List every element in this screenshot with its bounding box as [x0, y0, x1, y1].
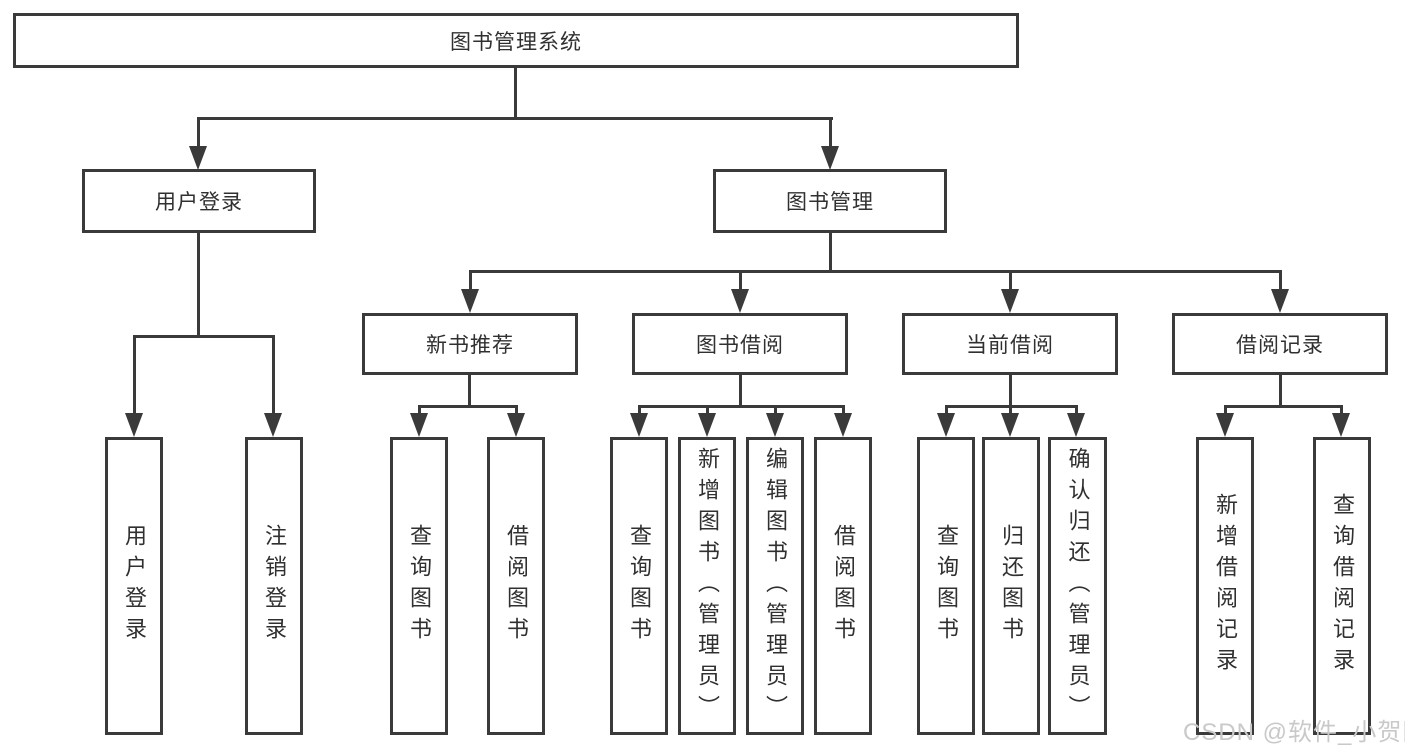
connector-line [1279, 375, 1282, 407]
node-label: 确认归还（管理员） [1065, 446, 1091, 726]
arrow-down-icon [410, 413, 428, 437]
arrow-down-icon [125, 413, 143, 437]
connector-line [829, 233, 832, 272]
node-label: 用户登录 [122, 524, 147, 648]
arrow-down-icon [698, 413, 716, 437]
node-label: 新增借阅记录 [1213, 493, 1238, 679]
arrow-down-icon [834, 413, 852, 437]
connector-line [197, 233, 200, 337]
leaf-borrow-books-recommend: 借阅图书 [487, 437, 545, 735]
arrow-down-icon [766, 413, 784, 437]
leaf-user-login: 用户登录 [105, 437, 163, 735]
node-library-management-system: 图书管理系统 [13, 13, 1019, 68]
node-book-management: 图书管理 [713, 169, 947, 233]
connector-line [133, 335, 275, 338]
connector-line [774, 405, 777, 415]
node-label: 用户登录 [155, 191, 243, 214]
connector-line [1340, 405, 1343, 415]
connector-line [469, 270, 472, 291]
leaf-query-borrow-record: 查询借阅记录 [1313, 437, 1371, 735]
arrow-down-icon [821, 146, 839, 170]
connector-line [1279, 270, 1282, 291]
node-label: 图书管理 [786, 191, 874, 214]
connector-line [706, 405, 709, 415]
connector-line [133, 335, 136, 414]
connector-line [739, 375, 742, 407]
connector-line [468, 375, 471, 407]
leaf-confirm-return-admin: 确认归还（管理员） [1048, 437, 1107, 735]
connector-line [739, 270, 742, 291]
node-label: 当前借阅 [966, 334, 1054, 357]
connector-line [638, 405, 845, 408]
leaf-query-books-recommend: 查询图书 [390, 437, 448, 735]
connector-line [272, 335, 275, 414]
leaf-query-books-borrow: 查询图书 [610, 437, 668, 735]
arrow-down-icon [189, 146, 207, 170]
arrow-down-icon [264, 413, 282, 437]
connector-line [418, 405, 421, 415]
node-label: 查询图书 [407, 524, 432, 648]
connector-line [197, 117, 833, 120]
connector-line [515, 405, 518, 415]
node-current-borrowing: 当前借阅 [902, 313, 1118, 375]
connector-line [1009, 405, 1012, 415]
connector-line [1224, 405, 1343, 408]
csdn-watermark: CSDN @软件_小贺同学 [1183, 719, 1405, 746]
connector-line [1009, 270, 1012, 291]
connector-line [638, 405, 641, 415]
arrow-down-icon [937, 413, 955, 437]
arrow-down-icon [630, 413, 648, 437]
connector-line [1224, 405, 1227, 415]
node-label: 新书推荐 [426, 334, 514, 357]
connector-line [418, 405, 518, 408]
leaf-return-books: 归还图书 [982, 437, 1040, 735]
node-label: 归还图书 [999, 524, 1024, 648]
node-label: 注销登录 [262, 524, 287, 648]
connector-line [945, 405, 948, 415]
connector-line [514, 68, 517, 119]
connector-line [1075, 405, 1078, 415]
leaf-logout: 注销登录 [245, 437, 303, 735]
node-label: 查询图书 [934, 524, 959, 648]
node-new-book-recommendation: 新书推荐 [362, 313, 578, 375]
arrow-down-icon [461, 289, 479, 313]
leaf-borrow-books: 借阅图书 [814, 437, 872, 735]
leaf-query-books-current: 查询图书 [917, 437, 975, 735]
node-book-borrowing: 图书借阅 [632, 313, 848, 375]
node-user-login: 用户登录 [82, 169, 316, 233]
node-label: 借阅图书 [504, 524, 529, 648]
node-label: 查询图书 [627, 524, 652, 648]
arrow-down-icon [1001, 413, 1019, 437]
arrow-down-icon [1332, 413, 1350, 437]
arrow-down-icon [1067, 413, 1085, 437]
node-label: 编辑图书（管理员） [763, 446, 788, 726]
connector-line [842, 405, 845, 415]
node-label: 图书借阅 [696, 334, 784, 357]
node-label: 借阅记录 [1236, 334, 1324, 357]
arrow-down-icon [731, 289, 749, 313]
arrow-down-icon [1271, 289, 1289, 313]
leaf-add-book-admin: 新增图书（管理员） [678, 437, 736, 735]
arrow-down-icon [1001, 289, 1019, 313]
connector-line [197, 117, 200, 147]
node-label: 借阅图书 [831, 524, 856, 648]
connector-line [469, 270, 1282, 273]
connector-line [829, 117, 832, 147]
leaf-edit-book-admin: 编辑图书（管理员） [746, 437, 804, 735]
node-label: 查询借阅记录 [1330, 493, 1355, 679]
node-borrowing-records: 借阅记录 [1172, 313, 1388, 375]
node-label: 新增图书（管理员） [695, 446, 720, 726]
arrow-down-icon [1216, 413, 1234, 437]
node-label: 图书管理系统 [450, 30, 582, 54]
connector-line [1009, 375, 1012, 407]
arrow-down-icon [507, 413, 525, 437]
leaf-add-borrow-record: 新增借阅记录 [1196, 437, 1254, 735]
